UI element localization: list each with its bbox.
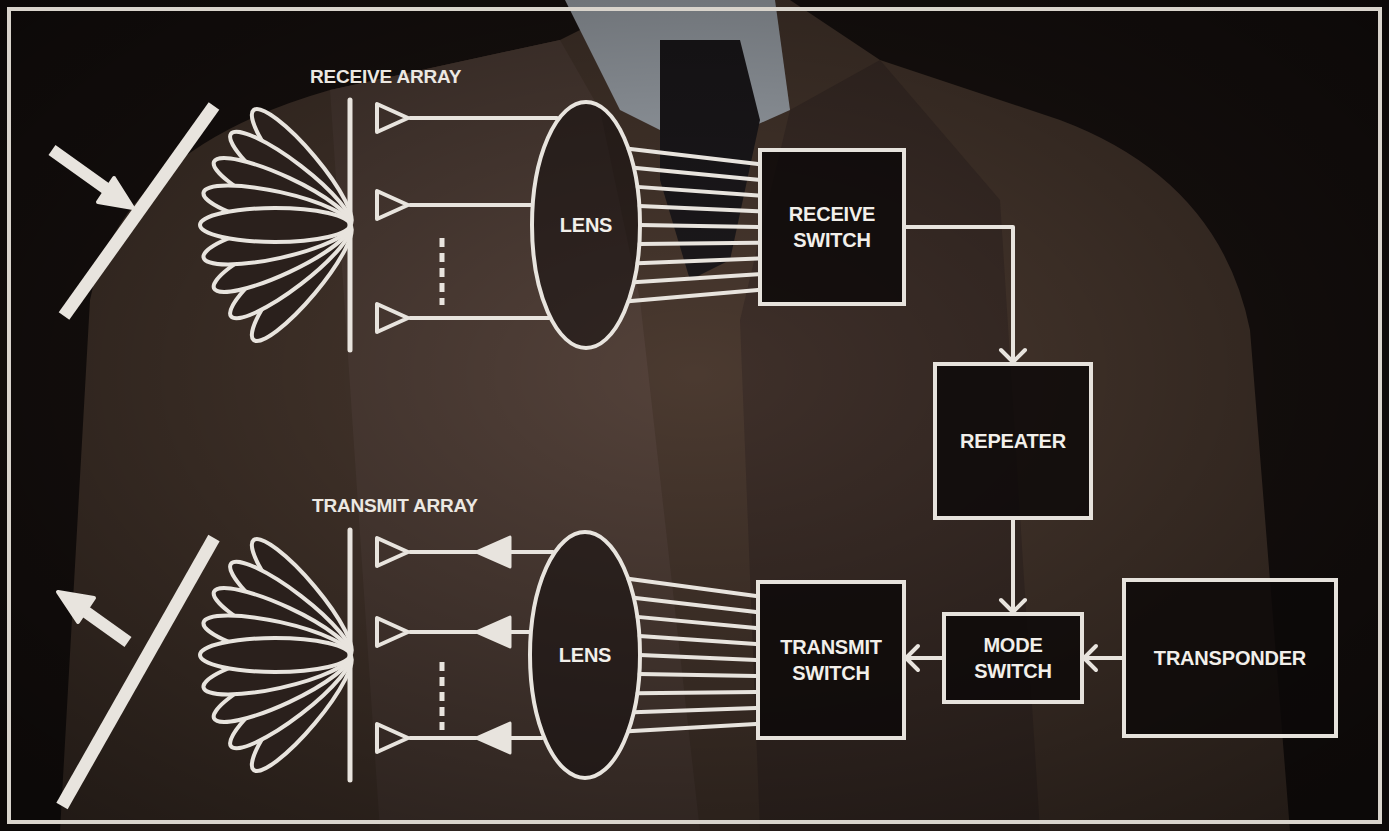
connector [906, 646, 942, 670]
connector-line [906, 656, 942, 660]
lens-ellipse: LENS [530, 100, 642, 350]
arrow-head [1084, 646, 1096, 670]
node-text: LENS [560, 212, 613, 238]
connector [906, 227, 1025, 362]
transponder-box: TRANSPONDER [1122, 578, 1338, 738]
text-group: LENS [559, 642, 612, 668]
fan-line [640, 225, 758, 227]
fan-line [639, 674, 756, 676]
fan-line [637, 187, 758, 196]
fan-line [637, 617, 756, 628]
receive-array-drawing [52, 99, 557, 351]
text-group: MODE SWITCH [960, 632, 1066, 684]
arrow-head [1001, 600, 1025, 612]
connector [1001, 520, 1025, 612]
fan-line [640, 655, 756, 660]
transmit-array-drawing [58, 529, 553, 806]
text-group: TRANSMIT SWITCH [774, 634, 888, 686]
connector-line [1011, 520, 1015, 612]
frame [9, 9, 1380, 822]
ellipse-outline [532, 102, 640, 348]
text-group: REPEATER [960, 428, 1066, 454]
text-group: RECEIVE SWITCH [776, 201, 888, 253]
fan-line [637, 259, 758, 264]
text-group: TRANSPONDER [1154, 645, 1306, 671]
fan-line [639, 243, 758, 244]
switch-box: MODE SWITCH [942, 612, 1084, 704]
connector [628, 149, 758, 302]
connector [1084, 646, 1122, 670]
connector [628, 579, 756, 732]
node-text: LENS [559, 642, 612, 668]
connector-line [1084, 656, 1122, 660]
node-text: TRANSMIT SWITCH [774, 634, 888, 686]
node-text: REPEATER [960, 428, 1066, 454]
array-label: RECEIVE ARRAY [310, 66, 461, 88]
fan-line [634, 598, 756, 612]
array-label: TRANSMIT ARRAY [312, 495, 478, 517]
fan-line [634, 708, 756, 712]
lens-ellipse: LENS [528, 530, 642, 780]
text-group: LENS [560, 212, 613, 238]
repeater-box: REPEATER [933, 362, 1093, 520]
fan-line [628, 579, 756, 596]
node-text: MODE SWITCH [960, 632, 1066, 684]
node-text: RECEIVE SWITCH [776, 201, 888, 253]
fan-line [634, 274, 758, 282]
fan-line [634, 168, 758, 180]
arrow-head [1001, 350, 1025, 362]
fan-line [628, 149, 758, 164]
arrow-head [906, 646, 918, 670]
switch-box: RECEIVE SWITCH [758, 148, 906, 306]
switch-box: TRANSMIT SWITCH [756, 580, 906, 740]
node-text: TRANSPONDER [1154, 645, 1306, 671]
ellipse-outline [530, 532, 640, 778]
fan-line [639, 636, 756, 644]
fan-line [628, 724, 756, 731]
connector-line [906, 227, 1013, 362]
fan-line [628, 290, 758, 301]
fan-line [637, 692, 756, 693]
fan-line [639, 206, 758, 211]
